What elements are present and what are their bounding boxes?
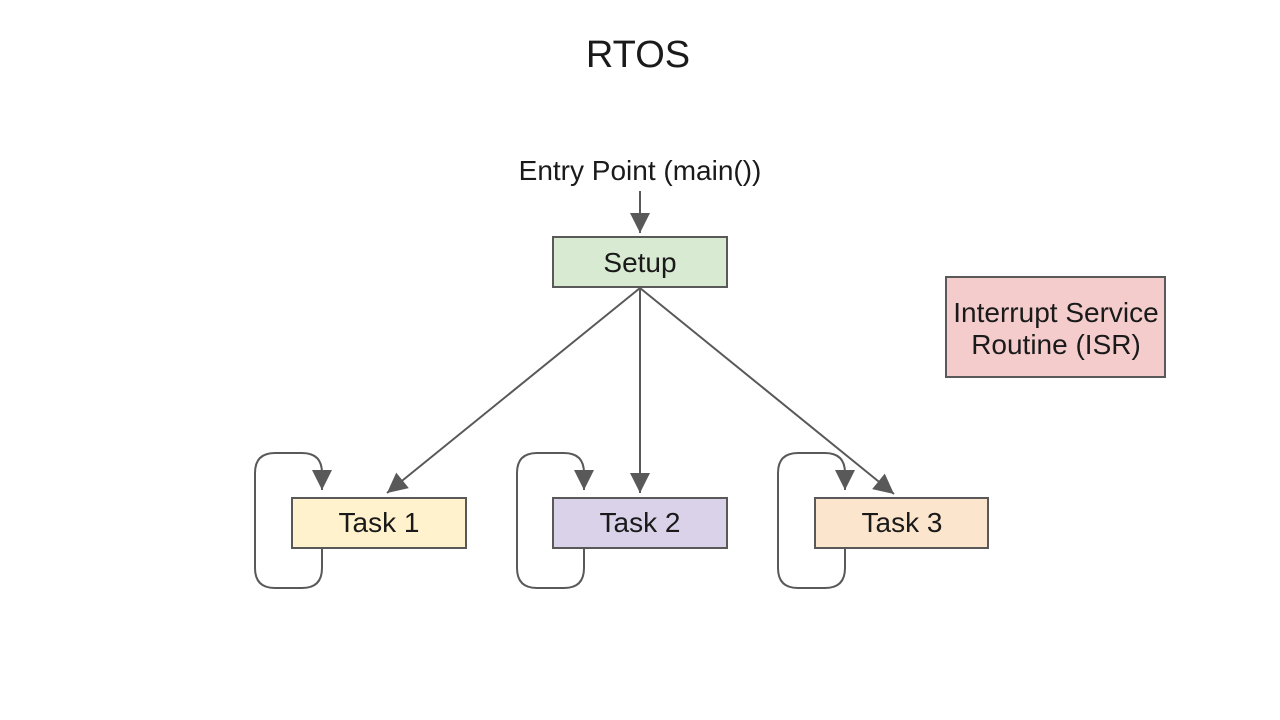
loop-task3 (777, 452, 855, 589)
task1-label: Task 1 (339, 507, 420, 538)
loop-task2 (516, 452, 594, 589)
task3-label: Task 3 (862, 507, 943, 538)
isr-node (945, 276, 1166, 378)
task1-node (291, 497, 467, 549)
isr-label-line2: Routine (ISR) (971, 329, 1141, 360)
task2-label: Task 2 (600, 507, 681, 538)
loop-task1 (254, 452, 332, 589)
task2-node (552, 497, 728, 549)
diagram-title: RTOS (586, 34, 690, 76)
isr-label-line1: Interrupt Service (953, 297, 1158, 328)
entry-point-label: Entry Point (main()) (519, 155, 762, 186)
setup-label: Setup (603, 247, 676, 278)
task3-node (814, 497, 989, 549)
setup-node (552, 236, 728, 288)
edge-setup-to-task3 (639, 287, 895, 495)
edge-setup-to-task1 (386, 287, 641, 494)
